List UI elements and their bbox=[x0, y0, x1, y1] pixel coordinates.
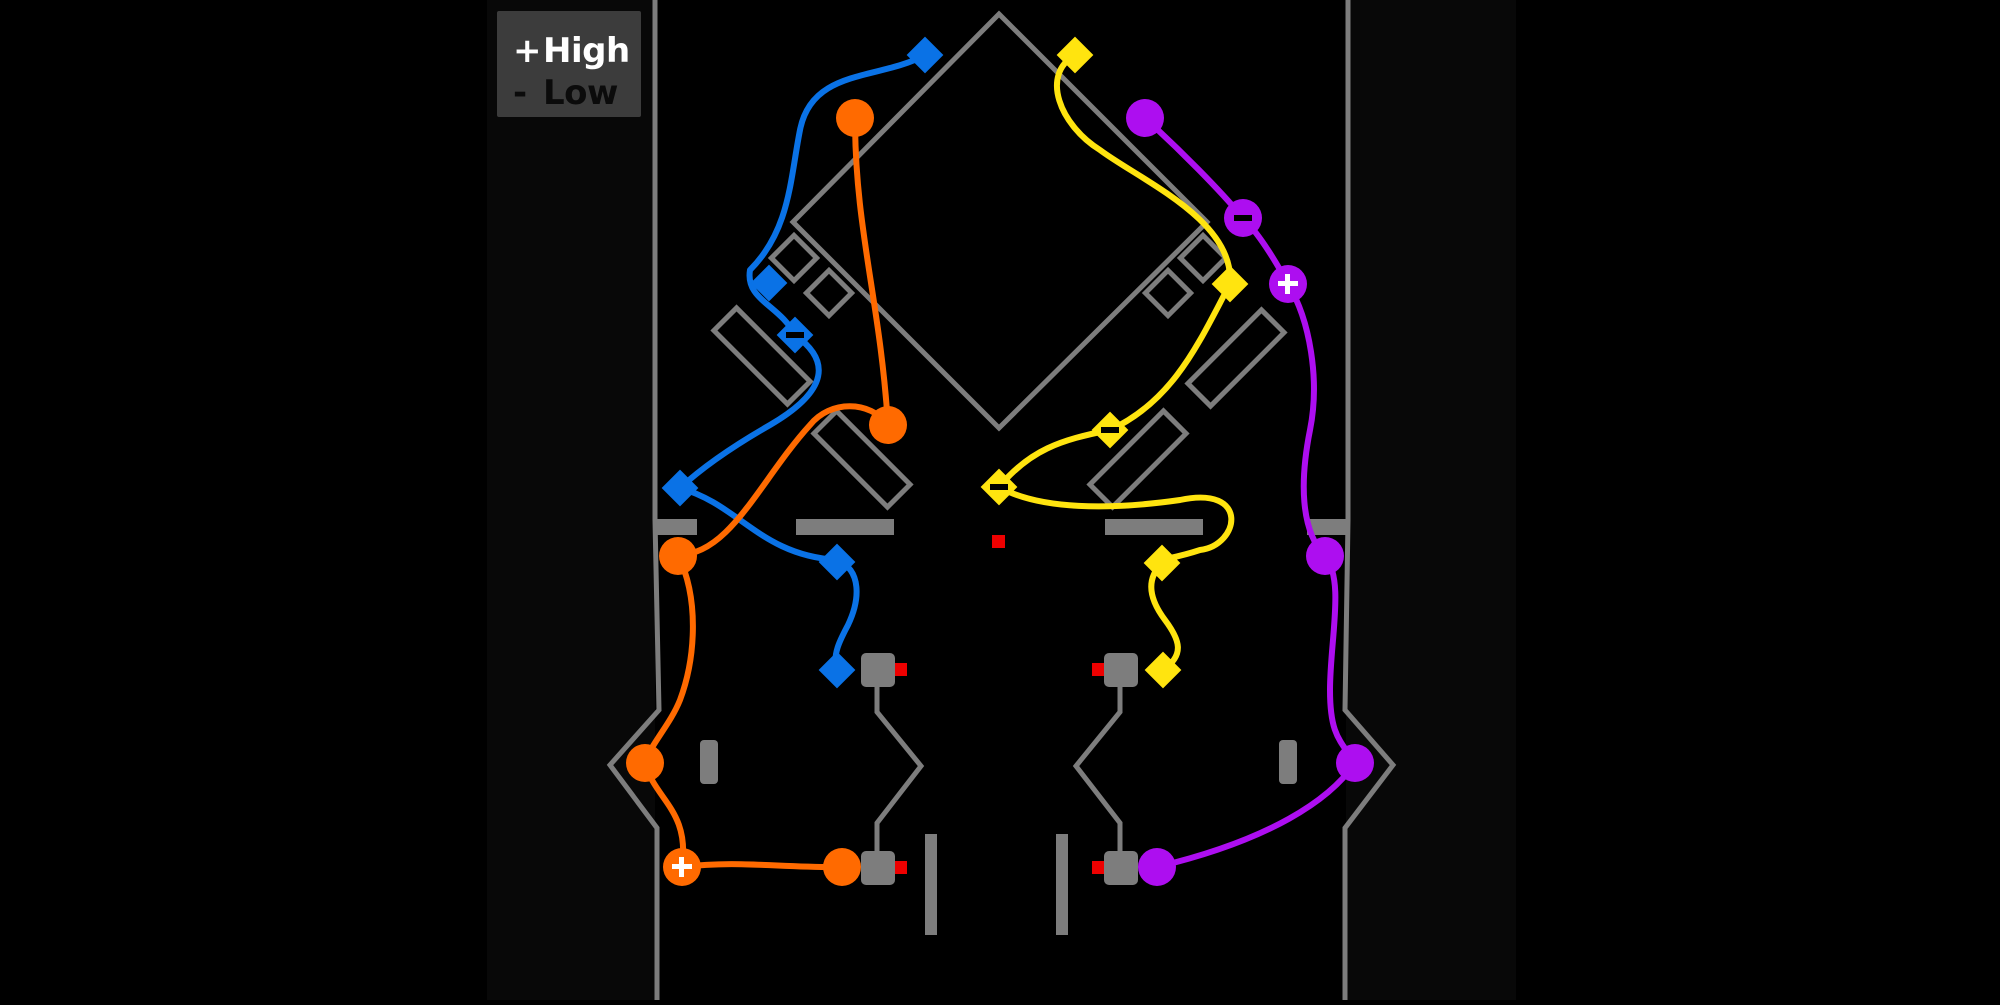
legend-low-label: Low bbox=[543, 73, 618, 113]
block-upper-left bbox=[861, 653, 895, 687]
block-lower-right bbox=[1104, 851, 1138, 885]
orange-node-3 bbox=[659, 537, 697, 575]
legend-low: -Low bbox=[513, 73, 618, 113]
purple-node-3 bbox=[1336, 744, 1374, 782]
purple-low-terminal bbox=[1224, 199, 1262, 237]
orange-nodes bbox=[626, 99, 907, 886]
purple-node-4 bbox=[1138, 848, 1176, 886]
minus-icon bbox=[990, 484, 1008, 490]
ledge-left bbox=[653, 519, 697, 535]
orange-node-top bbox=[836, 99, 874, 137]
left-pad-1 bbox=[767, 231, 821, 285]
yellow-node-3 bbox=[1143, 544, 1181, 582]
orange-node-5 bbox=[823, 848, 861, 886]
bar-left bbox=[925, 834, 937, 935]
post-right bbox=[1279, 740, 1297, 784]
orange-node-4 bbox=[626, 744, 664, 782]
blue-nodes bbox=[661, 36, 944, 689]
right-side-panel bbox=[1346, 0, 1516, 1000]
ledge-center-left bbox=[796, 519, 894, 535]
yellow-low-terminal-1 bbox=[1091, 411, 1129, 449]
right-bracket bbox=[1072, 680, 1123, 868]
yellow-node-4 bbox=[1144, 651, 1182, 689]
diamond-field bbox=[789, 10, 1211, 432]
purple-node-2 bbox=[1306, 537, 1344, 575]
left-side-panel bbox=[487, 0, 655, 1000]
blue-node-5 bbox=[818, 651, 856, 689]
left-ramp-outer bbox=[710, 304, 814, 408]
legend-high-symbol: + bbox=[513, 31, 542, 71]
left-wall bbox=[606, 0, 662, 1000]
orange-node-2 bbox=[869, 406, 907, 444]
right-wall bbox=[1342, 0, 1397, 1000]
structure bbox=[606, 0, 1397, 1000]
red-markers bbox=[895, 535, 1104, 874]
plus-icon-v bbox=[1285, 274, 1290, 294]
block-lower-left bbox=[861, 851, 895, 885]
purple-high-terminal bbox=[1269, 265, 1307, 303]
terminals bbox=[663, 199, 1307, 886]
yellow-node-2 bbox=[1211, 265, 1249, 303]
block-upper-right bbox=[1104, 653, 1138, 687]
red-marker-upper-left bbox=[895, 663, 907, 676]
purple-node-top bbox=[1126, 99, 1164, 137]
legend-box: +High -Low bbox=[497, 11, 641, 117]
minus-icon bbox=[786, 332, 804, 338]
minus-icon bbox=[1101, 427, 1119, 433]
blue-low-terminal bbox=[776, 316, 814, 354]
left-bracket bbox=[874, 680, 925, 868]
blue-node-3 bbox=[661, 469, 699, 507]
yellow-nodes bbox=[1056, 36, 1249, 689]
left-pad-2 bbox=[802, 266, 856, 320]
red-marker-center bbox=[992, 535, 1005, 548]
ledge-right bbox=[1307, 519, 1349, 535]
ledge-center-right bbox=[1105, 519, 1203, 535]
right-pad-1 bbox=[1176, 231, 1230, 285]
purple-nodes bbox=[1126, 99, 1374, 886]
legend-high: +High bbox=[513, 31, 630, 71]
yellow-node-top bbox=[1056, 36, 1094, 74]
right-pad-2 bbox=[1141, 266, 1195, 320]
red-marker-lower-left bbox=[895, 861, 907, 874]
right-ramp-inner bbox=[1086, 407, 1190, 511]
legend-high-label: High bbox=[543, 31, 630, 71]
left-ramp-inner bbox=[810, 407, 914, 511]
blue-node-top bbox=[906, 36, 944, 74]
blue-wire-path bbox=[677, 52, 928, 673]
red-marker-upper-right bbox=[1092, 663, 1104, 676]
blue-node-4 bbox=[818, 543, 856, 581]
post-left bbox=[700, 740, 718, 784]
structure-solid bbox=[653, 519, 1349, 935]
red-marker-lower-right bbox=[1092, 861, 1104, 874]
minus-icon bbox=[1234, 215, 1252, 221]
legend-low-symbol: - bbox=[513, 73, 527, 113]
bar-right bbox=[1056, 834, 1068, 935]
plus-icon-v bbox=[679, 857, 684, 877]
orange-high-terminal bbox=[663, 848, 701, 886]
blue-node-2 bbox=[750, 264, 788, 302]
right-ramp-outer bbox=[1184, 306, 1288, 410]
yellow-low-terminal-2 bbox=[980, 468, 1018, 506]
